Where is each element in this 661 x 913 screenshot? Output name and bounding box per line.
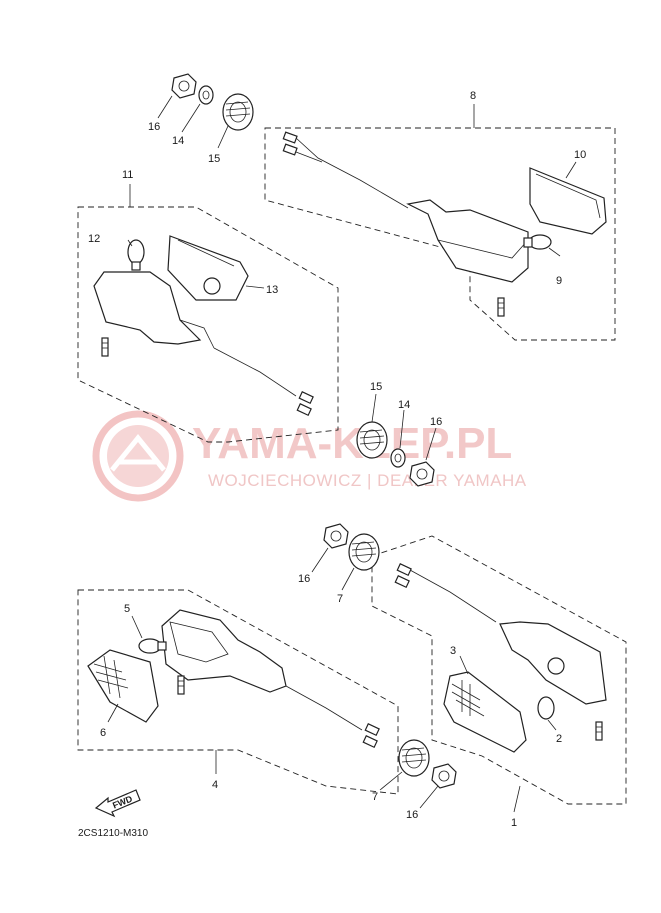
callout-8: 8 bbox=[470, 90, 476, 102]
washer-14-mid bbox=[390, 448, 406, 468]
nut-16-lower-bottom bbox=[431, 763, 457, 789]
grommet-15-top bbox=[222, 93, 254, 131]
hardware-top bbox=[157, 73, 254, 149]
lens-13 bbox=[167, 235, 249, 301]
assembly-4-boundary bbox=[77, 589, 399, 795]
assembly-11 bbox=[77, 184, 339, 443]
callout-labels: 1 2 3 4 5 6 7 7 8 9 10 11 12 13 14 14 15… bbox=[88, 90, 586, 829]
assembly-4 bbox=[77, 589, 399, 795]
callout-11: 11 bbox=[122, 169, 133, 181]
lens-6 bbox=[87, 649, 159, 723]
watermark-logo bbox=[92, 410, 184, 502]
callout-3: 3 bbox=[450, 645, 456, 657]
watermark: YAMA-KLEP.PL WOJCIECHOWICZ | DEALER YAMA… bbox=[92, 410, 527, 502]
diagram-code: 2CS1210-M310 bbox=[78, 828, 148, 839]
assembly-11-boundary bbox=[77, 206, 339, 443]
callout-4: 4 bbox=[212, 779, 218, 791]
turn-signal-housing-front-right bbox=[406, 199, 529, 283]
assembly-8 bbox=[264, 104, 616, 341]
callout-2: 2 bbox=[556, 733, 562, 745]
callout-5: 5 bbox=[124, 603, 130, 615]
bulb-2 bbox=[537, 696, 555, 720]
grommet-15-mid bbox=[356, 421, 388, 459]
callout-16-lower-bottom: 16 bbox=[406, 809, 418, 821]
washer-14-top bbox=[198, 85, 214, 105]
callout-15-top: 15 bbox=[208, 153, 220, 165]
callout-12: 12 bbox=[88, 233, 100, 245]
hardware-lower-bottom bbox=[379, 739, 457, 809]
watermark-subtitle: WOJCIECHOWICZ | DEALER YAMAHA bbox=[208, 471, 527, 490]
callout-15-mid: 15 bbox=[370, 381, 382, 393]
callout-16-top: 16 bbox=[148, 121, 160, 133]
lens-3 bbox=[443, 671, 527, 753]
callout-14-top: 14 bbox=[172, 135, 184, 147]
callout-16-mid: 16 bbox=[430, 416, 442, 428]
nut-16-top bbox=[171, 73, 197, 99]
lens-10 bbox=[529, 167, 607, 235]
callout-13: 13 bbox=[266, 284, 278, 296]
callout-10: 10 bbox=[574, 149, 586, 161]
hardware-middle bbox=[356, 393, 437, 487]
fwd-arrow-icon: FWD bbox=[94, 789, 141, 818]
grommet-7-bottom bbox=[398, 739, 430, 777]
screw-11 bbox=[101, 337, 109, 357]
screw-4 bbox=[177, 675, 185, 695]
nut-16-mid bbox=[409, 461, 435, 487]
callout-7-bottom: 7 bbox=[372, 791, 378, 803]
watermark-title: YAMA-KLEP.PL bbox=[192, 419, 512, 468]
assembly-1 bbox=[371, 535, 627, 813]
callout-6: 6 bbox=[100, 727, 106, 739]
turn-signal-housing-rear-left bbox=[93, 271, 202, 345]
callout-14-mid: 14 bbox=[398, 399, 410, 411]
screw-1 bbox=[595, 721, 603, 741]
hardware-lower-top bbox=[311, 523, 380, 591]
callout-9: 9 bbox=[556, 275, 562, 287]
callout-16-lower-top: 16 bbox=[298, 573, 310, 585]
callout-7-top: 7 bbox=[337, 593, 343, 605]
screw-8 bbox=[497, 297, 505, 317]
nut-16-lower-top bbox=[323, 523, 349, 549]
grommet-7-top bbox=[348, 533, 380, 571]
assembly-8-boundary bbox=[264, 127, 616, 341]
assembly-1-boundary bbox=[371, 535, 627, 805]
callout-1: 1 bbox=[511, 817, 517, 829]
